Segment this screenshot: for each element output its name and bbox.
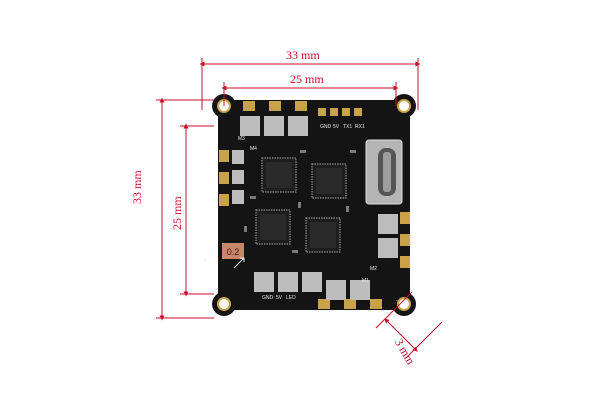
passive-components — [244, 150, 356, 253]
silkscreen-labels: GND 5V TX1 RX1 GND 5V LED M3 M4 M1 M2 + … — [204, 124, 398, 304]
mosfets-right — [378, 214, 398, 258]
current-sense-resistor: 0.2 — [222, 243, 244, 259]
mosfets-top — [240, 116, 308, 136]
pad-label-top-0: GND — [320, 124, 332, 130]
mounting-holes — [212, 94, 416, 316]
pad-label-top-1: 5V — [333, 124, 340, 130]
esc-board: 0.2 GND 5V TX1 RX1 GND 5V LED M3 M4 M1 — [204, 94, 416, 316]
mount-hole-top-right — [397, 99, 411, 113]
polarity-plus: + — [204, 258, 207, 264]
pad-label-bottom-2: LED — [286, 295, 296, 301]
motor-label-m2: M2 — [370, 266, 377, 272]
usb-c-connector — [365, 139, 403, 205]
motor-pads-top — [243, 101, 307, 111]
motor-label-m4: M4 — [250, 146, 257, 152]
motor-pads-left — [219, 150, 229, 206]
mcu-chips — [255, 157, 347, 253]
polarity-minus: - — [396, 298, 398, 304]
pad-label-top-3: RX1 — [355, 124, 365, 130]
motor-pads-right — [400, 212, 410, 268]
connector-pads-top — [318, 108, 362, 116]
pad-label-bottom-0: GND — [262, 295, 274, 301]
mount-hole-bottom-right — [397, 297, 411, 311]
inner-height-label: 25 mm — [170, 196, 184, 230]
motor-label-m3: M3 — [238, 136, 245, 142]
outer-height-label: 33 mm — [130, 170, 144, 204]
current-sense-value: 0.2 — [227, 247, 240, 257]
motor-pads-bottom — [318, 299, 382, 309]
mosfets-bottom — [254, 272, 370, 300]
pad-label-top-2: TX1 — [343, 124, 352, 130]
pad-label-bottom-1: 5V — [276, 295, 283, 301]
pcb-outline — [218, 100, 410, 310]
inner-width-label: 25 mm — [290, 72, 324, 86]
mount-hole-bottom-left — [217, 297, 231, 311]
orientation-arrow — [233, 257, 245, 269]
motor-label-m1: M1 — [362, 278, 369, 284]
dimension-lines — [156, 58, 443, 359]
mosfets-left — [232, 150, 244, 204]
outer-width-label: 33 mm — [286, 48, 320, 62]
